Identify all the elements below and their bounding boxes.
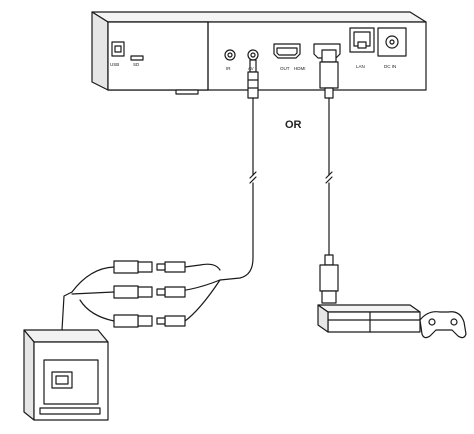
av-label: AV <box>248 66 254 71</box>
hdmi-plug-icon <box>319 49 339 99</box>
usb-label: USB <box>110 62 119 67</box>
dc-in-label: DC IN <box>384 64 396 69</box>
hdmi-logo-label: HDMI <box>294 66 306 71</box>
ir-label: IR <box>226 66 231 71</box>
game-console-icon <box>317 304 421 333</box>
sd-label: SD <box>133 62 140 67</box>
controller-icon <box>419 311 467 339</box>
or-label: OR <box>285 119 302 131</box>
rca-plug-icon <box>156 261 186 327</box>
sd-slot-icon <box>130 55 144 61</box>
hdmi-out-label: OUT <box>280 66 290 71</box>
lan-label: LAN <box>356 64 365 69</box>
rca-jack-icon <box>113 260 153 328</box>
tv-icon <box>23 329 109 421</box>
hdmi-plug-lower-icon <box>319 254 339 304</box>
media-box-icon <box>91 11 427 95</box>
